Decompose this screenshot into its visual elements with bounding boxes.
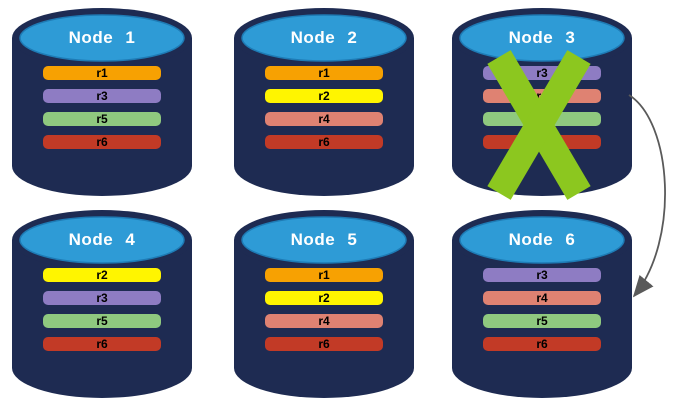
replica-bar: r5 <box>43 314 161 328</box>
replica-bar: r3 <box>483 268 601 282</box>
replica-label: r4 <box>318 112 330 126</box>
replica-bar: r2 <box>43 268 161 282</box>
replica-label: r6 <box>318 135 330 149</box>
replica-label: r3 <box>536 268 548 282</box>
node-title: Node 4 <box>68 230 136 249</box>
replica-bar: r1 <box>265 66 383 80</box>
replica-bar: r6 <box>265 135 383 149</box>
replica-bar: r6 <box>43 337 161 351</box>
node-title: Node 1 <box>68 28 136 47</box>
database-node-6: Node 6 r3 r4 r5 r6 <box>452 210 632 398</box>
replica-bar: r6 <box>265 337 383 351</box>
replica-label: r6 <box>96 135 108 149</box>
replica-bar: r2 <box>265 89 383 103</box>
replica-label: r5 <box>96 112 108 126</box>
replica-bar: r3 <box>43 89 161 103</box>
replica-label: r5 <box>536 314 548 328</box>
database-node-5: Node 5 r1 r2 r4 r6 <box>234 210 414 398</box>
replica-list: r1 r2 r4 r6 <box>265 66 383 158</box>
replica-label: r6 <box>96 337 108 351</box>
replica-bar: r5 <box>483 314 601 328</box>
replica-bar: r4 <box>265 112 383 126</box>
failure-x-icon <box>487 50 591 200</box>
replica-label: r2 <box>318 89 330 103</box>
replica-label: r3 <box>96 89 108 103</box>
database-node-1: Node 1 r1 r3 r5 r6 <box>12 8 192 196</box>
replica-label: r1 <box>96 66 108 80</box>
replica-label: r6 <box>536 337 548 351</box>
database-node-2: Node 2 r1 r2 r4 r6 <box>234 8 414 196</box>
replica-label: r2 <box>96 268 108 282</box>
replica-list: r1 r2 r4 r6 <box>265 268 383 360</box>
replica-bar: r6 <box>43 135 161 149</box>
replica-label: r2 <box>318 291 330 305</box>
node-title: Node 2 <box>290 28 358 47</box>
node-title: Node 5 <box>290 230 358 249</box>
replica-list: r3 r4 r5 r6 <box>483 268 601 360</box>
node-title: Node 3 <box>508 28 576 47</box>
replica-bar: r1 <box>43 66 161 80</box>
replica-label: r5 <box>96 314 108 328</box>
replica-label: r4 <box>318 314 330 328</box>
replica-label: r1 <box>318 268 330 282</box>
replica-label: r1 <box>318 66 330 80</box>
replica-label: r6 <box>318 337 330 351</box>
replica-label: r4 <box>536 291 548 305</box>
replica-list: r1 r3 r5 r6 <box>43 66 161 158</box>
database-node-4: Node 4 r2 r3 r5 r6 <box>12 210 192 398</box>
replica-list: r2 r3 r5 r6 <box>43 268 161 360</box>
replica-label: r3 <box>96 291 108 305</box>
replica-bar: r6 <box>483 337 601 351</box>
replica-label: r3 <box>536 66 548 80</box>
replica-bar: r1 <box>265 268 383 282</box>
node-title: Node 6 <box>508 230 576 249</box>
replica-bar: r3 <box>43 291 161 305</box>
replica-bar: r5 <box>43 112 161 126</box>
replica-bar: r4 <box>483 291 601 305</box>
failover-arrow-path <box>628 94 666 298</box>
replica-bar: r2 <box>265 291 383 305</box>
replica-bar: r4 <box>265 314 383 328</box>
